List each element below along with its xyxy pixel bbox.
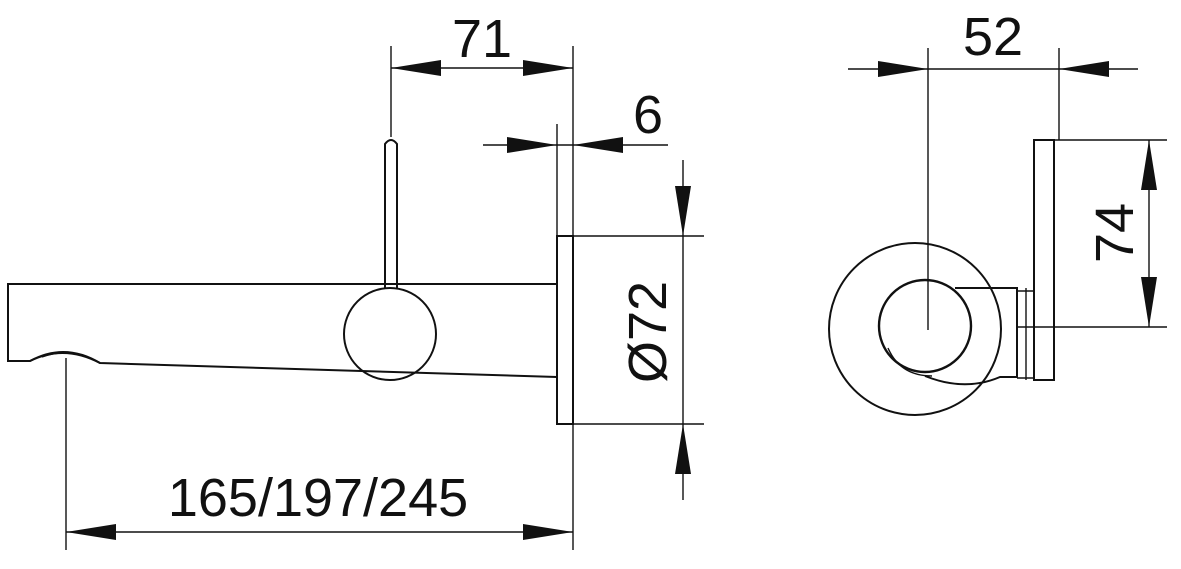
- arrow-head: [507, 137, 557, 153]
- dimension-diameter-72: Ø72: [573, 160, 704, 500]
- arrow-head: [523, 60, 573, 76]
- front-view: [7, 139, 574, 425]
- arrow-head: [391, 60, 441, 76]
- arrow-head: [1141, 277, 1157, 327]
- arrow-head: [1141, 140, 1157, 190]
- dimension-6: 6: [483, 85, 668, 236]
- arrow-head: [878, 61, 928, 77]
- arrow-head: [675, 424, 691, 474]
- dimension-label: 165/197/245: [168, 468, 468, 528]
- arrow-head: [66, 524, 116, 540]
- wall-plate: [556, 235, 574, 425]
- dimension-label: 52: [963, 7, 1023, 67]
- dimension-52: 52: [848, 7, 1138, 330]
- spout-end: [877, 278, 973, 374]
- side-lever: [1033, 139, 1055, 381]
- spout-end-inner: [887, 347, 933, 377]
- dimension-71: 71: [390, 9, 574, 236]
- side-coupling: [924, 287, 1018, 386]
- dimension-label: 6: [633, 85, 663, 145]
- dimension-spout-length: 165/197/245: [65, 358, 574, 550]
- arrow-head: [573, 137, 623, 153]
- arrow-head: [1059, 61, 1109, 77]
- rosette: [828, 242, 1002, 416]
- side-view: [828, 139, 1055, 416]
- arrow-head: [675, 186, 691, 236]
- handle-knob: [343, 287, 437, 381]
- spout-outlet-inner: [41, 352, 91, 359]
- dimension-label: 74: [1085, 203, 1145, 263]
- dimension-label: 71: [452, 9, 512, 69]
- spout-body: [7, 283, 558, 378]
- arrow-head: [523, 524, 573, 540]
- handle-lever: [384, 139, 398, 289]
- dimension-label: Ø72: [618, 281, 678, 383]
- dimension-74: 74: [1017, 139, 1167, 328]
